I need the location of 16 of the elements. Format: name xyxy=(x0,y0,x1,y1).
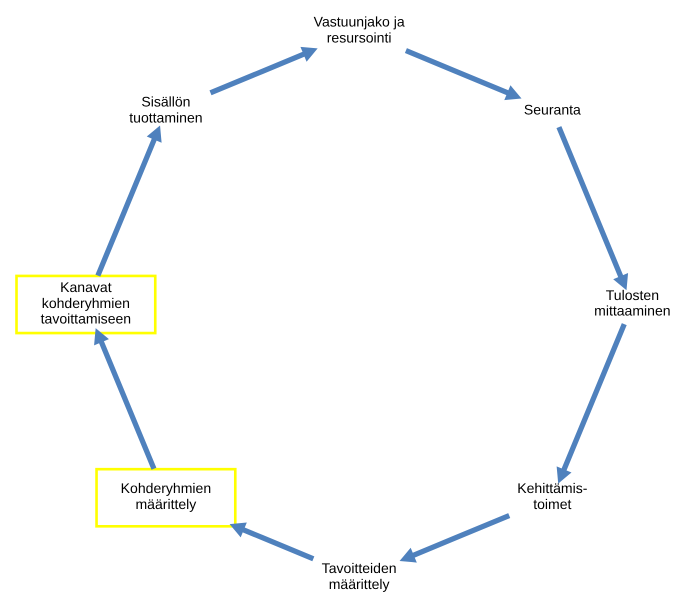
arrow xyxy=(556,126,628,290)
arrow xyxy=(208,46,318,96)
node-text: Seuranta xyxy=(523,102,580,118)
arrow xyxy=(94,328,156,470)
arrow xyxy=(399,513,510,563)
arrow xyxy=(229,522,314,562)
node-box: Kanavat kohderyhmien tavoittamiseen xyxy=(14,274,156,334)
node-text: Vastuunjako ja resursointi xyxy=(313,14,404,46)
node-text: Tulosten mittaaminen xyxy=(594,286,670,319)
node-text: Tavoitteiden määrittely xyxy=(321,560,396,592)
node-box: Kohderyhmien määrittely xyxy=(94,468,236,528)
arrow xyxy=(404,48,522,100)
arrow xyxy=(94,125,162,277)
node-text: Kehittämis- toimet xyxy=(516,480,587,512)
arrow xyxy=(556,323,626,484)
node-text: Sisällön tuottaminen xyxy=(128,94,202,126)
